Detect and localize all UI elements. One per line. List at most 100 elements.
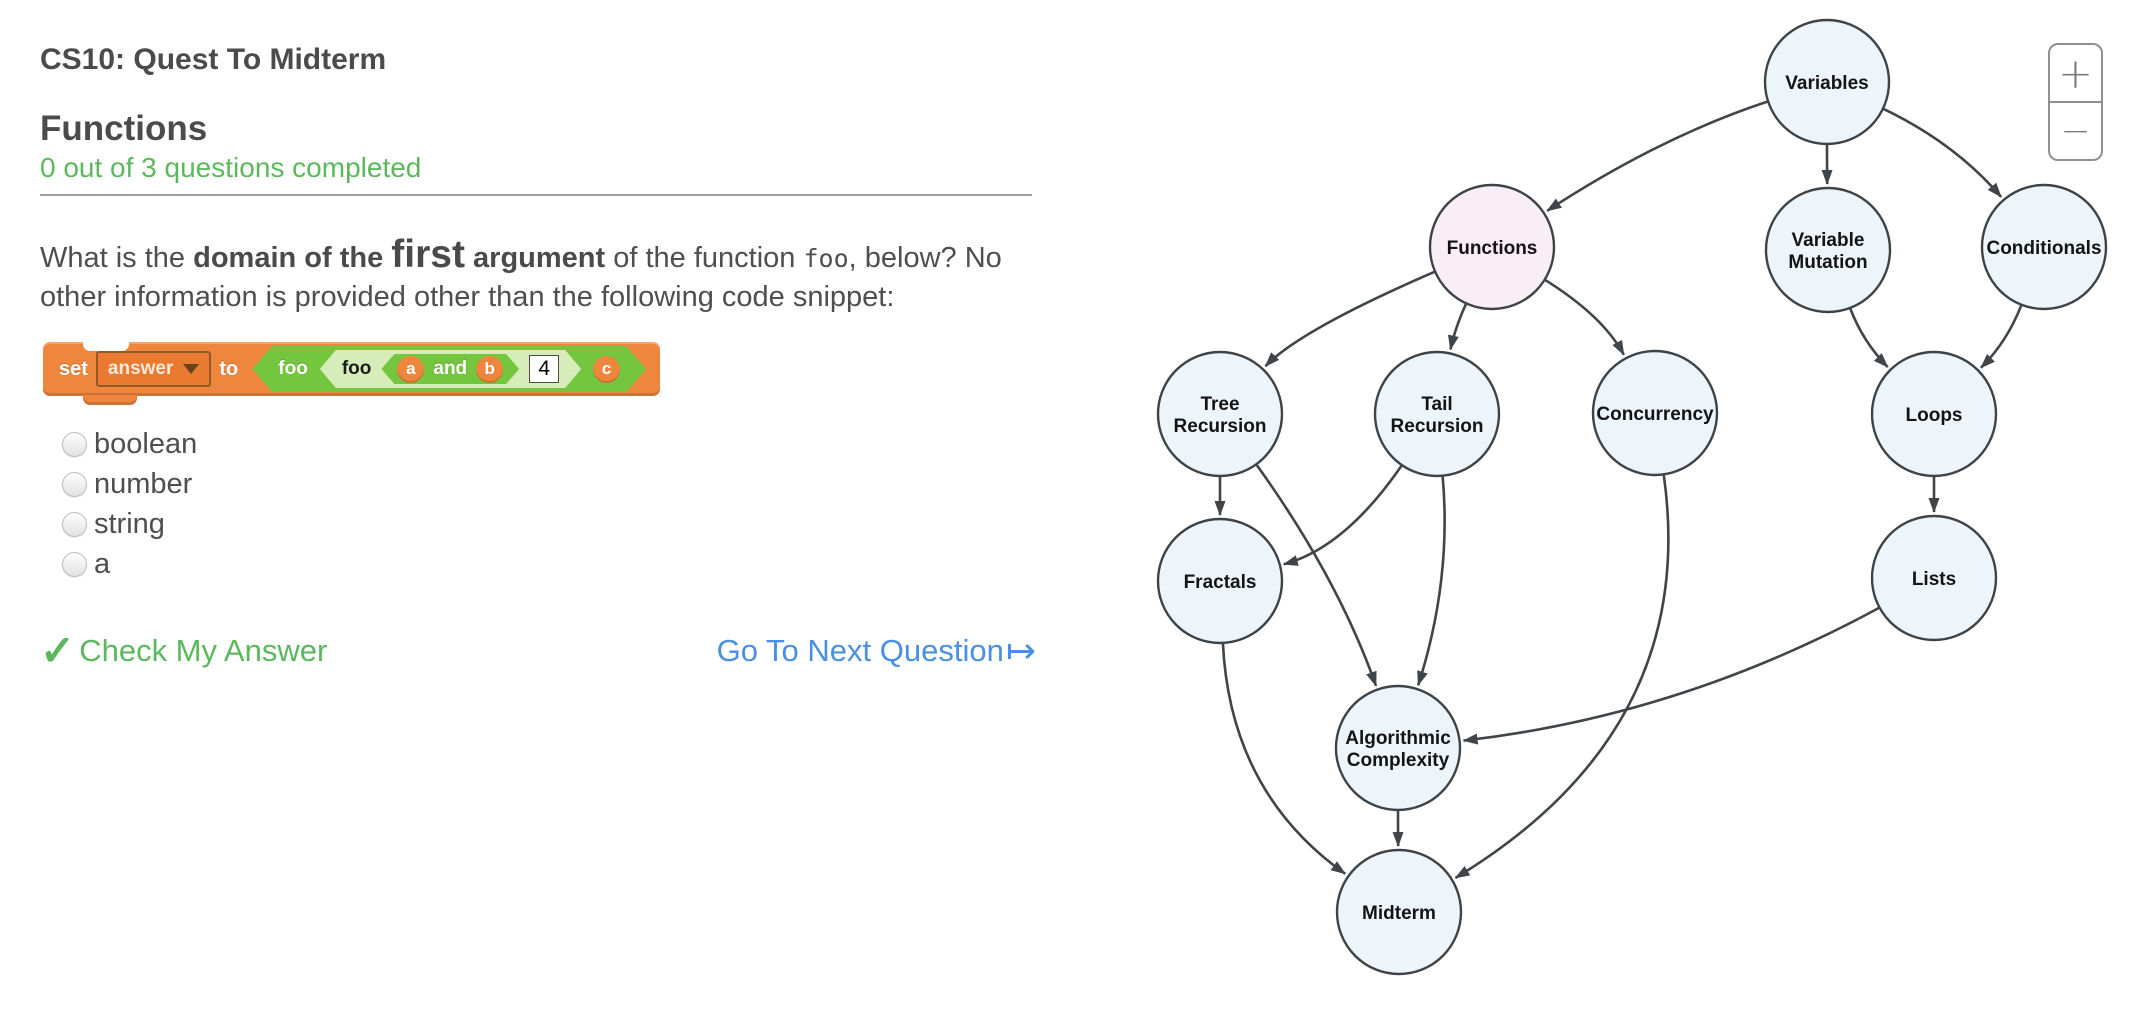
- to-keyword: to: [219, 357, 239, 380]
- graph-node-lists[interactable]: Lists: [1870, 514, 1998, 642]
- graph-node-circle-algorithmic-complexity[interactable]: [1334, 684, 1462, 812]
- graph-node-circle-concurrency[interactable]: [1591, 349, 1719, 477]
- edge-functions-to-tree-recursion: [1264, 270, 1436, 368]
- and-op-label: and: [433, 358, 468, 379]
- zoom-out-button[interactable]: −: [2060, 110, 2091, 152]
- radio-boolean[interactable]: [62, 431, 87, 457]
- option-number[interactable]: number: [62, 464, 1040, 504]
- radio-number[interactable]: [62, 471, 87, 497]
- graph-node-conditionals[interactable]: Conditionals: [1980, 183, 2108, 311]
- graph-node-label-conditionals: Conditionals: [1986, 238, 2101, 259]
- graph-node-label-functions: Functions: [1447, 238, 1538, 259]
- question-bold-lead: domain of the: [193, 242, 392, 274]
- graph-node-label-variables: Variables: [1785, 73, 1868, 94]
- option-a[interactable]: a: [62, 544, 1040, 584]
- arg-a-pill: a: [397, 356, 424, 383]
- edge-variable-mutation-to-loops: [1848, 307, 1889, 368]
- topic-title: Functions: [40, 109, 208, 148]
- foo-call-outer: foo foo a and b 4 c: [252, 346, 646, 392]
- graph-node-label-concurrency: Concurrency: [1596, 404, 1714, 425]
- graph-node-label-loops: Loops: [1906, 405, 1963, 426]
- maps-to-arrow-icon: ↦: [1005, 630, 1036, 671]
- graph-node-label-fractals: Fractals: [1184, 572, 1257, 593]
- graph-node-circle-variable-mutation[interactable]: [1764, 186, 1892, 314]
- edge-concurrency-to-midterm: [1454, 474, 1670, 880]
- question-bold-big: first: [391, 233, 465, 276]
- option-string[interactable]: string: [62, 504, 1040, 544]
- question-prefix: What is the: [40, 242, 194, 274]
- edge-lists-to-algorithmic-complexity: [1462, 606, 1881, 745]
- check-answer-label: Check My Answer: [79, 633, 328, 668]
- edge-variables-to-conditionals: [1882, 107, 2003, 198]
- graph-node-fractals[interactable]: Fractals: [1156, 517, 1284, 645]
- question-text: What is the domain of the first argument…: [40, 233, 1040, 316]
- question-bold-tail: argument: [464, 242, 606, 274]
- page-title: CS10: Quest To Midterm: [40, 43, 387, 76]
- divider: [40, 194, 1032, 196]
- progress-text: 0 out of 3 questions completed: [40, 152, 422, 183]
- graph-node-circle-tail-recursion[interactable]: [1373, 350, 1501, 478]
- dropdown-caret-icon: [183, 364, 200, 374]
- option-boolean[interactable]: boolean: [62, 424, 1040, 464]
- next-question-link[interactable]: Go To Next Question ↦: [717, 633, 1036, 669]
- edge-variables-to-functions: [1546, 100, 1769, 212]
- graph-node-functions[interactable]: Functions: [1428, 183, 1556, 311]
- edge-tail-recursion-to-algorithmic-complexity: [1416, 475, 1446, 687]
- graph-node-circle-lists[interactable]: [1870, 514, 1998, 642]
- graph-node-loops[interactable]: Loops: [1870, 350, 1998, 478]
- graph-node-variables[interactable]: Variables: [1763, 18, 1891, 146]
- answer-options: boolean number string a: [62, 424, 1040, 584]
- quiz-panel: CS10: Quest To Midterm Functions 0 out o…: [40, 0, 1040, 672]
- graph-node-concurrency[interactable]: Concurrency: [1591, 349, 1719, 477]
- option-label-string: string: [94, 507, 165, 540]
- graph-node-midterm[interactable]: Midterm: [1335, 848, 1463, 976]
- snap-set-block: set answer to foo foo a and b 4 c: [43, 342, 661, 405]
- question-code-foo: foo: [803, 244, 849, 273]
- and-predicate: a and b: [381, 354, 519, 384]
- set-keyword: set: [59, 357, 88, 380]
- option-label-boolean: boolean: [94, 427, 198, 460]
- question-mid: of the function: [605, 242, 804, 274]
- graph-node-circle-tree-recursion[interactable]: [1156, 350, 1284, 478]
- edge-functions-to-tail-recursion: [1448, 302, 1468, 351]
- option-label-a: a: [94, 547, 111, 580]
- edge-functions-to-concurrency: [1544, 278, 1625, 356]
- graph-node-circle-functions[interactable]: [1428, 183, 1556, 311]
- number-input: 4: [529, 355, 559, 383]
- check-answer-link[interactable]: ✓ Check My Answer: [40, 630, 327, 672]
- question-suffix: , below? No other information is provide…: [40, 242, 1002, 313]
- radio-a[interactable]: [62, 551, 87, 577]
- edge-fractals-to-midterm: [1221, 642, 1347, 875]
- actions-row: ✓ Check My Answer Go To Next Question ↦: [40, 630, 1036, 672]
- graph-node-circle-variables[interactable]: [1763, 18, 1891, 146]
- inner-fn-label: foo: [341, 358, 372, 379]
- variable-name: answer: [107, 358, 174, 379]
- edge-tail-recursion-to-fractals: [1282, 464, 1403, 566]
- foo-call-inner: foo a and b 4: [320, 350, 581, 388]
- edge-tree-recursion-to-algorithmic-complexity: [1255, 463, 1378, 687]
- graph-node-circle-midterm[interactable]: [1335, 848, 1463, 976]
- graph-node-label-midterm: Midterm: [1362, 903, 1436, 924]
- map-zoom-controls: + −: [2048, 43, 2103, 161]
- radio-string[interactable]: [62, 511, 87, 537]
- outer-fn-label: foo: [278, 358, 308, 379]
- arg-c-pill: c: [593, 356, 620, 383]
- option-label-number: number: [94, 467, 193, 500]
- arg-b-pill: b: [476, 356, 503, 383]
- graph-node-circle-conditionals[interactable]: [1980, 183, 2108, 311]
- graph-node-circle-fractals[interactable]: [1156, 517, 1284, 645]
- graph-node-circle-loops[interactable]: [1870, 350, 1998, 478]
- zoom-in-button[interactable]: +: [2050, 45, 2101, 103]
- edge-conditionals-to-loops: [1980, 304, 2023, 369]
- next-question-label: Go To Next Question: [716, 633, 1004, 668]
- checkmark-icon: ✓: [40, 627, 76, 674]
